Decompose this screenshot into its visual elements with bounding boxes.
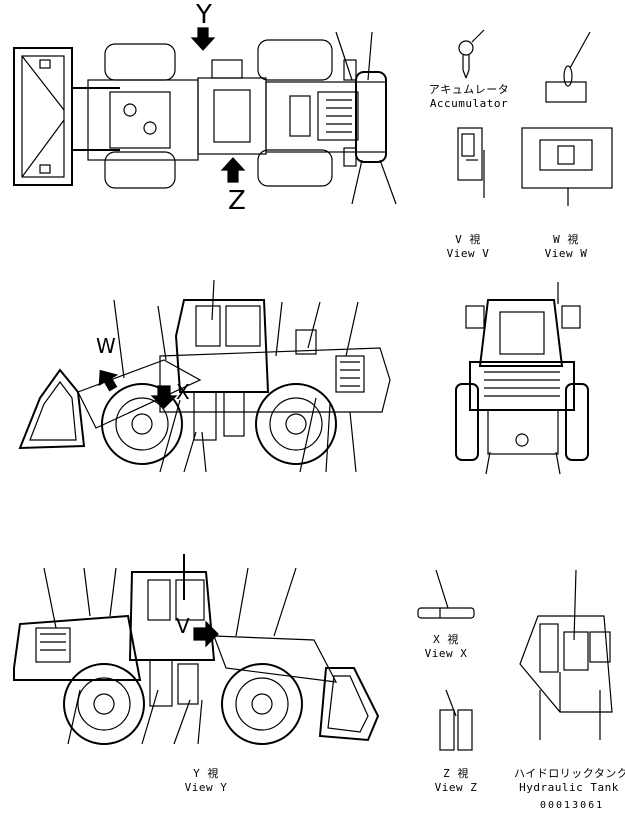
rear-view [455,282,589,475]
top-view-loader [13,27,397,205]
hydraulic-tank-detail [519,569,613,740]
drawing-code: 00013061 [540,800,605,811]
view-w-caption-en: View W [544,247,588,260]
view-x-caption-jp: X 視 [433,633,459,646]
view-v-caption-jp: V 視 [455,233,481,246]
view-x-marker: X [176,380,190,404]
view-x-detail [417,569,475,619]
accumulator-detail [458,29,591,103]
view-y-caption-jp: Y 視 [193,767,219,780]
hydraulic-tank-caption-jp: ハイドロリックタンク [514,767,625,780]
view-v-marker: V [176,614,190,638]
accumulator-caption-jp: アキュムレータ [428,83,510,96]
view-z-caption-jp: Z 視 [443,767,469,780]
view-v-caption-en: View V [446,247,490,260]
view-v-detail [457,127,485,198]
view-y-caption-en: View Y [184,781,228,794]
side-view-right [13,554,380,745]
view-w-caption-jp: W 視 [553,233,579,246]
side-view-left [18,279,391,473]
hydraulic-tank-caption-en: Hydraulic Tank [519,781,619,794]
view-x-caption-en: View X [424,647,468,660]
accumulator-caption-en: Accumulator [429,97,509,110]
view-y-marker: Y [196,0,212,30]
view-w-detail [521,127,613,206]
view-w-marker: W [96,334,116,358]
view-z-marker: Z [228,186,246,216]
view-z-detail [439,689,473,751]
view-z-caption-en: View Z [434,781,478,794]
